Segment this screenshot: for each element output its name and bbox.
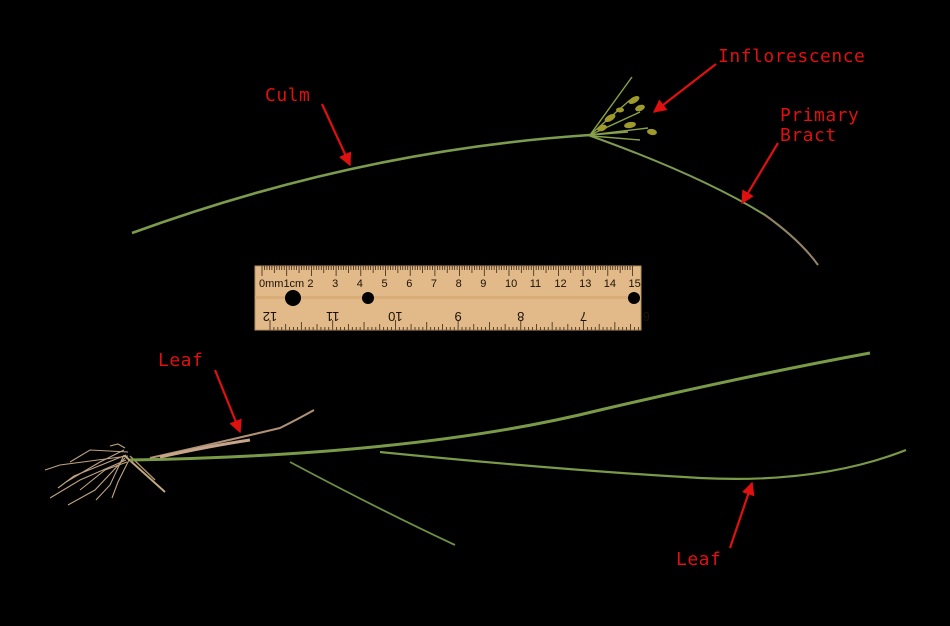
culm-label: Culm [265,85,311,106]
culm-stem [131,133,591,235]
ruler-inch-number: 8 [517,309,524,324]
leaf-bottom-arrow [728,481,755,549]
ruler-cm-number: 12 [554,278,566,290]
ruler-cm-number: 11 [530,278,541,290]
ruler-inch-number: 11 [326,309,340,324]
ruler-cm-number: 14 [604,278,616,290]
ruler-cm-number: 4 [357,278,363,290]
inflorescence-label: Inflorescence [718,46,866,67]
ruler-cm-number: 6 [406,278,412,290]
leaf-upper [149,409,315,459]
leaf-main [129,351,871,462]
ruler-cm-number: 15 [629,278,641,290]
leaf-top-arrow [213,369,242,434]
ruler-inch-number: 6 [643,309,650,324]
ruler-cm-number: 5 [382,278,388,290]
ruler-cm-number: 10 [505,278,517,290]
inflorescence-cluster [589,76,649,141]
leaf-bottom-label: Leaf [676,549,722,570]
ruler-cm-number: 13 [579,278,591,290]
culm-arrow [321,103,352,167]
ruler-cm-number: 7 [431,278,437,290]
leaf-top-label: Leaf [158,350,204,371]
ruler-cm-number: 8 [456,278,462,290]
leaf-lower-right [379,448,907,480]
ruler-unit-label: 0mm1cm [259,278,304,290]
ruler-cm-number: 3 [332,278,338,290]
roots [44,443,130,506]
bract-arrow [741,142,779,205]
ruler-inch-number: 12 [263,309,277,324]
annotation-arrows [213,63,779,549]
ruler-cm-number: 9 [480,278,486,290]
leaf-lower [289,461,456,546]
primary-bract [587,134,819,266]
ruler-inch-number: 9 [454,309,461,324]
inflorescence-arrow [652,63,717,113]
ruler-cm-number: 2 [307,278,313,290]
ruler-inch-number: 7 [580,309,587,324]
primary-bract-label: Primary Bract [780,105,860,146]
ruler-inch-number: 10 [388,309,402,324]
